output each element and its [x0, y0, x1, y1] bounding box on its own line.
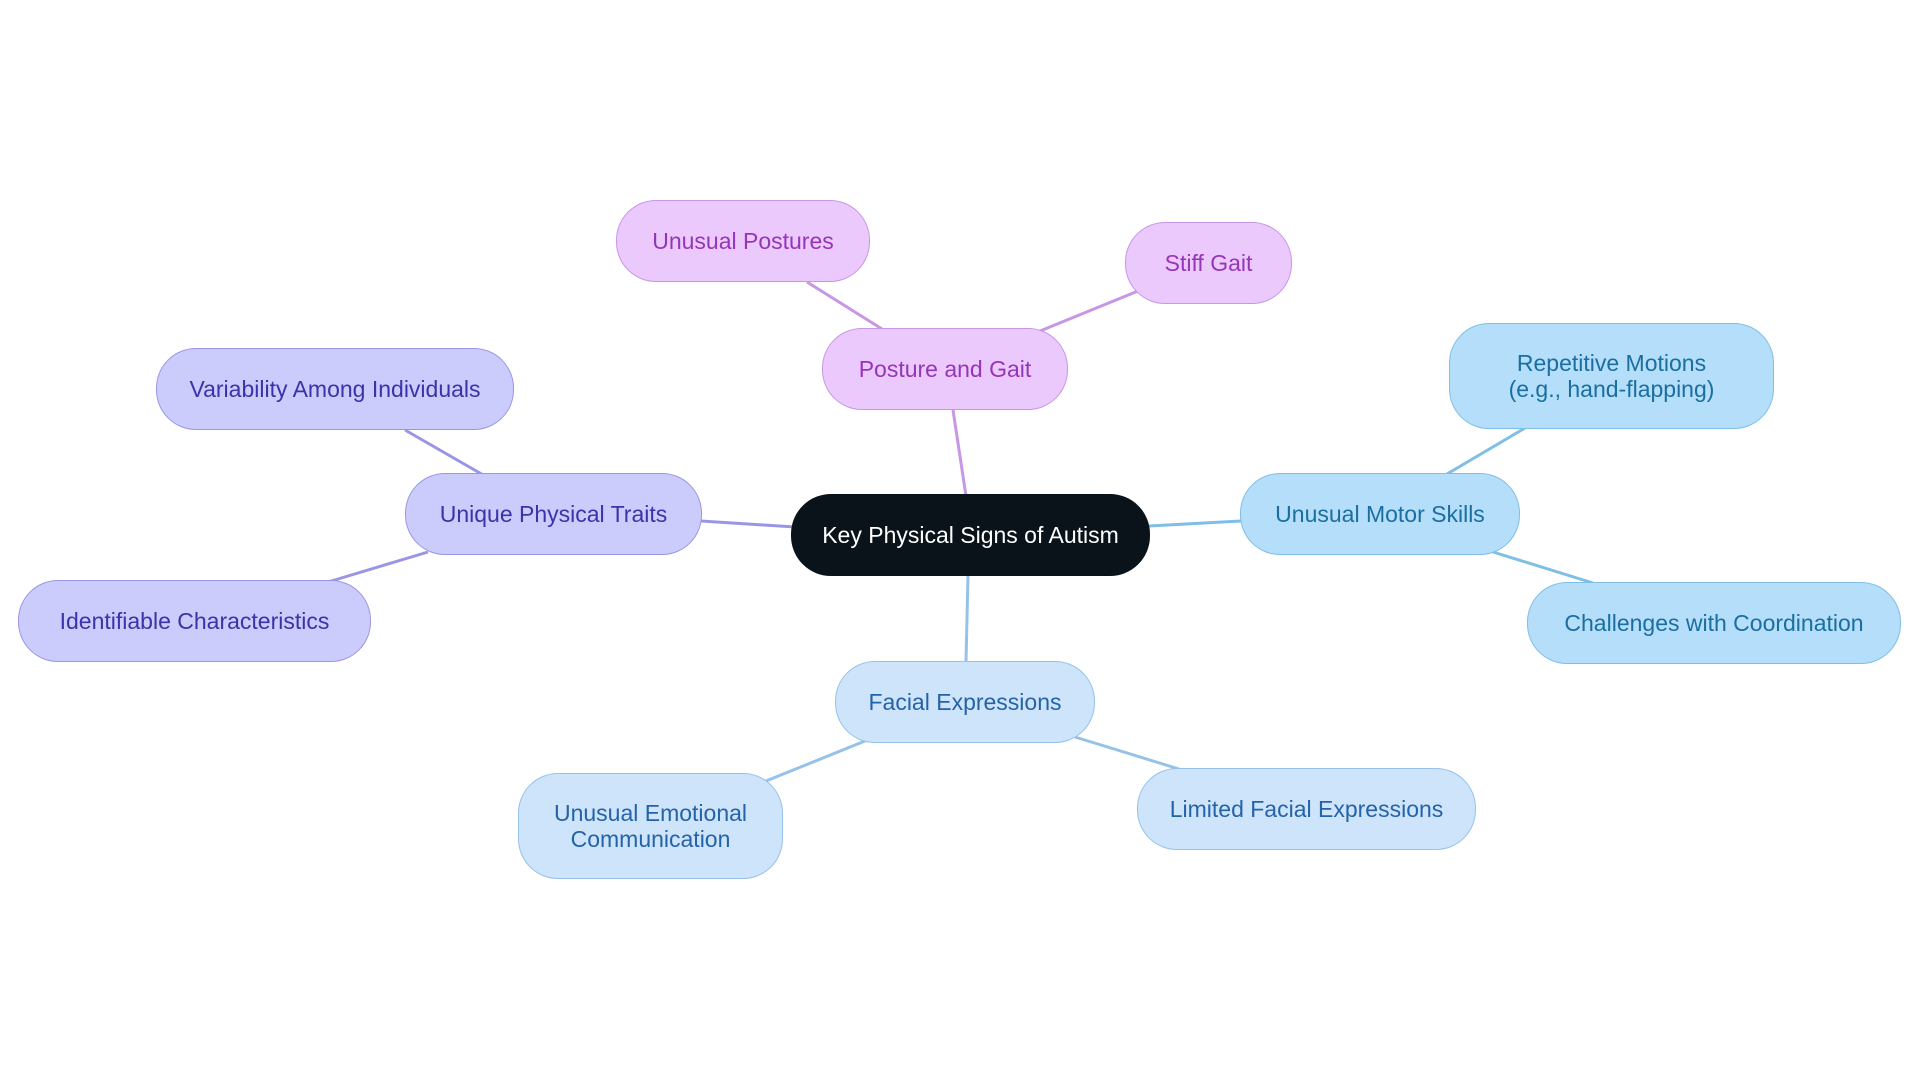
leaf-label: Limited Facial Expressions — [1169, 796, 1444, 822]
edge-center-unusual-motor-skills — [1148, 519, 1242, 528]
edge-facial-expressions-unusual-emotional — [765, 739, 866, 783]
leaf-label: Identifiable Characteristics — [59, 608, 330, 634]
leaf-label: Unusual Emotional Communication — [553, 800, 748, 852]
edge-center-posture-and-gait — [951, 409, 968, 497]
edge-unique-physical-traits-identifiable — [327, 550, 429, 584]
edge-posture-and-gait-unusual-postures — [806, 280, 883, 331]
leaf-label: Repetitive Motions (e.g., hand-flapping) — [1508, 350, 1715, 402]
edge-unusual-motor-skills-coordination — [1492, 550, 1594, 585]
branch-label: Unique Physical Traits — [439, 501, 668, 527]
edge-unusual-motor-skills-repetitive — [1446, 426, 1526, 476]
leaf-repetitive-motions[interactable]: Repetitive Motions (e.g., hand-flapping) — [1449, 323, 1774, 429]
leaf-unusual-postures[interactable]: Unusual Postures — [616, 200, 870, 282]
branch-unique-physical-traits[interactable]: Unique Physical Traits — [405, 473, 702, 555]
edge-center-facial-expressions — [964, 574, 970, 663]
branch-label: Unusual Motor Skills — [1275, 501, 1485, 527]
leaf-label: Unusual Postures — [652, 228, 834, 254]
leaf-identifiable-characteristics[interactable]: Identifiable Characteristics — [18, 580, 371, 662]
branch-unusual-motor-skills[interactable]: Unusual Motor Skills — [1240, 473, 1520, 555]
leaf-limited-facial-expressions[interactable]: Limited Facial Expressions — [1137, 768, 1476, 850]
branch-label: Posture and Gait — [858, 356, 1032, 382]
branch-posture-and-gait[interactable]: Posture and Gait — [822, 328, 1068, 410]
center-node-label: Key Physical Signs of Autism — [822, 522, 1119, 548]
leaf-unusual-emotional-communication[interactable]: Unusual Emotional Communication — [518, 773, 783, 879]
leaf-label: Stiff Gait — [1164, 250, 1253, 276]
leaf-label: Challenges with Coordination — [1564, 610, 1864, 636]
leaf-stiff-gait[interactable]: Stiff Gait — [1125, 222, 1292, 304]
center-node[interactable]: Key Physical Signs of Autism — [791, 494, 1150, 576]
branch-facial-expressions[interactable]: Facial Expressions — [835, 661, 1095, 743]
leaf-challenges-with-coordination[interactable]: Challenges with Coordination — [1527, 582, 1901, 664]
edge-facial-expressions-limited — [1074, 735, 1180, 771]
leaf-label: Variability Among Individuals — [189, 376, 481, 402]
branch-label: Facial Expressions — [868, 689, 1062, 715]
leaf-variability-among-individuals[interactable]: Variability Among Individuals — [156, 348, 514, 430]
edge-center-unique-physical-traits — [700, 519, 796, 529]
edge-unique-physical-traits-variability — [404, 428, 486, 478]
edge-posture-and-gait-stiff-gait — [1039, 289, 1139, 333]
